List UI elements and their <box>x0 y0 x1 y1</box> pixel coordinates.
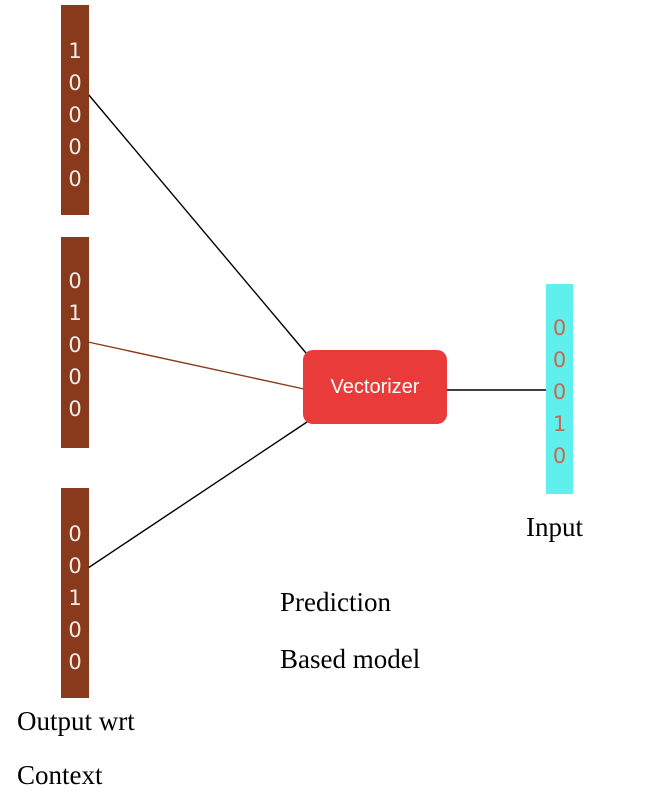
output-vector-3: 0 0 1 0 0 <box>61 488 89 698</box>
vector-digit: 1 <box>68 301 82 325</box>
output-label-line2: Context <box>17 760 103 790</box>
vector-digit: 0 <box>68 333 82 357</box>
prediction-label-line2: Based model <box>280 644 421 674</box>
vector-digit: 0 <box>552 380 567 404</box>
vector-digit: 1 <box>68 39 82 63</box>
vector-digit: 0 <box>68 650 82 674</box>
vector-digit: 0 <box>552 348 567 372</box>
link-output-1 <box>87 93 307 354</box>
vector-digit: 0 <box>552 316 567 340</box>
vector-digit: 0 <box>68 554 82 578</box>
vector-digit: 0 <box>68 618 82 642</box>
vector-digit: 0 <box>552 444 567 468</box>
link-output-2 <box>87 341 305 390</box>
input-vector: 0 0 0 1 0 <box>546 284 573 494</box>
vector-digit: 0 <box>68 167 82 191</box>
vector-digit: 0 <box>68 522 82 546</box>
output-vector-1: 1 0 0 0 0 <box>61 5 89 215</box>
vector-digit: 1 <box>68 586 82 610</box>
input-label: Input <box>526 512 583 542</box>
vectorizer-label: Vectorizer <box>330 375 420 398</box>
link-output-3 <box>87 419 311 569</box>
output-vector-2: 0 1 0 0 0 <box>61 237 89 448</box>
prediction-label-line1: Prediction <box>280 587 391 617</box>
vector-digit: 0 <box>68 365 82 389</box>
vector-digit: 0 <box>68 397 82 421</box>
vector-digit: 0 <box>68 135 82 159</box>
vector-digit: 0 <box>68 269 82 293</box>
output-label-line1: Output wrt <box>17 706 135 736</box>
vector-digit: 1 <box>552 412 567 436</box>
vectorizer-box: Vectorizer <box>303 350 447 424</box>
vector-digit: 0 <box>68 103 82 127</box>
vector-digit: 0 <box>68 71 82 95</box>
